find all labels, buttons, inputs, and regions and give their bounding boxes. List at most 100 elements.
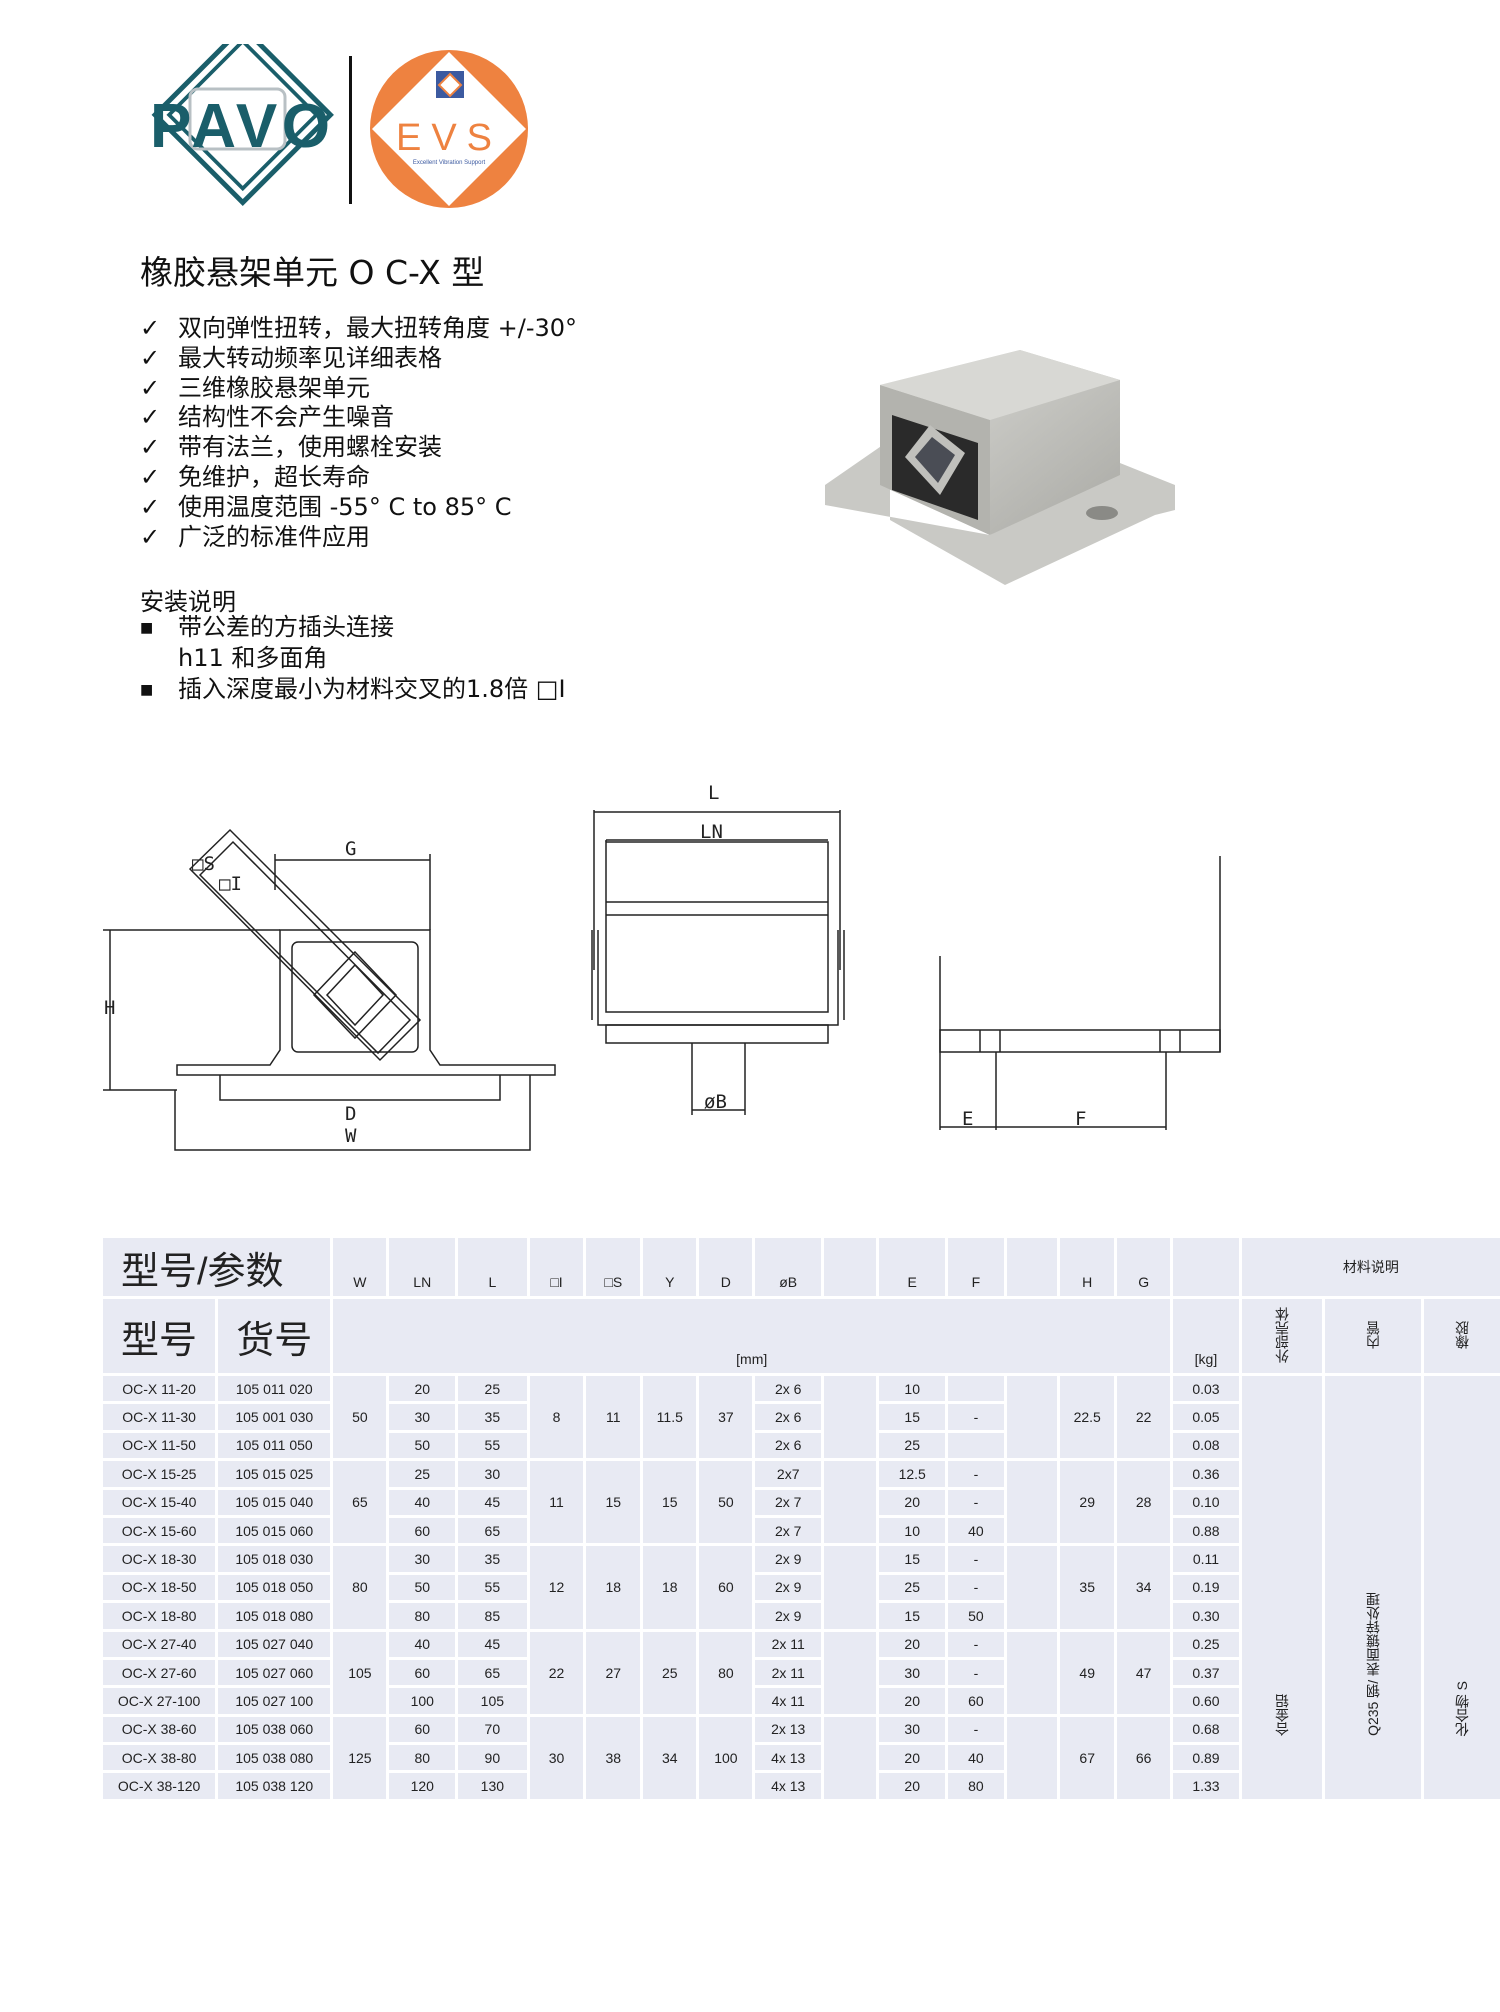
install-list: ■带公差的方插头连接 h11 和多面角 ■插入深度最小为材料交叉的1.8倍 □I xyxy=(140,612,566,705)
cell-part-number: 105 011 020 xyxy=(218,1376,331,1402)
cell-bolt: 2x 6 xyxy=(755,1432,821,1459)
cell-g: 28 xyxy=(1117,1461,1171,1544)
cell-e: 25 xyxy=(879,1574,946,1601)
cell-bolt: 2x 7 xyxy=(755,1489,821,1515)
cell-model: OC-X 11-20 xyxy=(103,1376,216,1402)
cell-weight: 0.30 xyxy=(1173,1603,1239,1629)
material-column-label: 外部壳体 xyxy=(1273,1306,1290,1363)
material-column-header: 内管 xyxy=(1324,1299,1421,1373)
cell-g: 47 xyxy=(1117,1631,1171,1714)
feature-text: 双向弹性扭转，最大扭转角度 +/-30° xyxy=(178,314,578,342)
cell-bolt: 2x 6 xyxy=(755,1376,821,1402)
install-item: h11 和多面角 xyxy=(140,643,566,674)
cell-bolt: 2x 11 xyxy=(755,1631,821,1657)
svg-text:Excellent Vibration Support: Excellent Vibration Support xyxy=(413,160,486,166)
cell-ln: 60 xyxy=(389,1517,456,1544)
cell-e: 20 xyxy=(879,1773,946,1799)
materials-header: 材料说明 xyxy=(1241,1238,1500,1296)
cell-bolt: 2x 6 xyxy=(755,1404,821,1430)
dim-label-h: H xyxy=(104,997,115,1019)
cell-blank xyxy=(824,1716,877,1799)
cell-model: OC-X 27-60 xyxy=(103,1659,216,1686)
technical-drawings: H G □S □I D W L LN øB E F xyxy=(103,782,1221,1151)
cell-e: 20 xyxy=(879,1489,946,1515)
cell-f: 40 xyxy=(948,1745,1004,1771)
part-number-header: 货号 xyxy=(218,1299,331,1373)
cell-ln: 20 xyxy=(389,1376,456,1402)
evs-logo: EVS Excellent Vibration Support xyxy=(370,50,528,208)
install-item: ■插入深度最小为材料交叉的1.8倍 □I xyxy=(140,674,566,705)
check-icon: ✓ xyxy=(140,433,161,462)
cell-bolt: 2x7 xyxy=(755,1461,821,1487)
column-header: Y xyxy=(643,1238,697,1296)
cell-l: 45 xyxy=(458,1489,527,1515)
front-view-drawing xyxy=(103,828,556,1151)
column-header: □S xyxy=(586,1238,641,1296)
company-logo: PAVO EVS Excellent Vibration Support xyxy=(150,44,528,208)
cell-i: 8 xyxy=(529,1376,584,1459)
header-title: 型号/参数 xyxy=(103,1238,331,1296)
check-icon: ✓ xyxy=(140,403,161,432)
check-icon: ✓ xyxy=(140,314,161,342)
cell-y: 25 xyxy=(643,1631,697,1714)
cell-h: 35 xyxy=(1060,1546,1115,1629)
cell-bolt: 4x 11 xyxy=(755,1688,821,1714)
cell-f: - xyxy=(948,1631,1004,1657)
column-header: F xyxy=(948,1238,1004,1296)
cell-l: 30 xyxy=(458,1461,527,1487)
dim-label-g: G xyxy=(345,838,356,860)
cell-blank xyxy=(824,1461,877,1544)
cell-ln: 40 xyxy=(389,1489,456,1515)
cell-f: - xyxy=(948,1461,1004,1487)
feature-item: ✓带有法兰，使用螺栓安装 xyxy=(140,433,577,463)
cell-l: 35 xyxy=(458,1546,527,1572)
dim-label-e: E xyxy=(962,1108,973,1130)
svg-text:PAVO: PAVO xyxy=(150,92,330,161)
cell-weight: 0.60 xyxy=(1173,1688,1239,1714)
cell-part-number: 105 038 060 xyxy=(218,1716,331,1743)
cell-ln: 50 xyxy=(389,1432,456,1459)
cell-material: 合金铝 xyxy=(1241,1376,1322,1799)
cell-s: 38 xyxy=(586,1716,641,1799)
dim-label-d: D xyxy=(345,1103,356,1125)
cell-e: 30 xyxy=(879,1659,946,1686)
top-view-drawing xyxy=(939,856,1221,1130)
cell-model: OC-X 18-50 xyxy=(103,1574,216,1601)
column-header: □I xyxy=(529,1238,584,1296)
cell-model: OC-X 15-25 xyxy=(103,1461,216,1487)
cell-part-number: 105 038 080 xyxy=(218,1745,331,1771)
cell-part-number: 105 011 050 xyxy=(218,1432,331,1459)
cell-part-number: 105 015 060 xyxy=(218,1517,331,1544)
cell-l: 25 xyxy=(458,1376,527,1402)
cell-model: OC-X 11-50 xyxy=(103,1432,216,1459)
feature-text: 免维护，超长寿命 xyxy=(178,462,370,491)
cell-blank xyxy=(1006,1461,1058,1544)
cell-material: Q235 钢/ 表面镀锌处理 xyxy=(1324,1376,1421,1799)
cell-h: 22.5 xyxy=(1060,1376,1115,1459)
cell-weight: 0.05 xyxy=(1173,1404,1239,1430)
cell-g: 34 xyxy=(1117,1546,1171,1629)
column-header: LN xyxy=(389,1238,456,1296)
cell-s: 15 xyxy=(586,1461,641,1544)
dim-label-i: □I xyxy=(219,873,242,895)
cell-h: 67 xyxy=(1060,1716,1115,1799)
feature-text: 使用温度范围 -55° C to 85° C xyxy=(178,492,512,521)
feature-list: ✓双向弹性扭转，最大扭转角度 +/-30°✓最大转动频率见详细表格✓三维橡胶悬架… xyxy=(140,314,577,552)
cell-l: 85 xyxy=(458,1603,527,1629)
cell-weight: 0.08 xyxy=(1173,1432,1239,1459)
cell-f: - xyxy=(948,1659,1004,1686)
column-header xyxy=(1006,1238,1058,1296)
install-item-text: 带公差的方插头连接 xyxy=(178,613,394,641)
cell-l: 90 xyxy=(458,1745,527,1771)
cell-d: 50 xyxy=(699,1461,753,1544)
cell-part-number: 105 038 120 xyxy=(218,1773,331,1799)
column-header xyxy=(824,1238,877,1296)
cell-e: 15 xyxy=(879,1546,946,1572)
